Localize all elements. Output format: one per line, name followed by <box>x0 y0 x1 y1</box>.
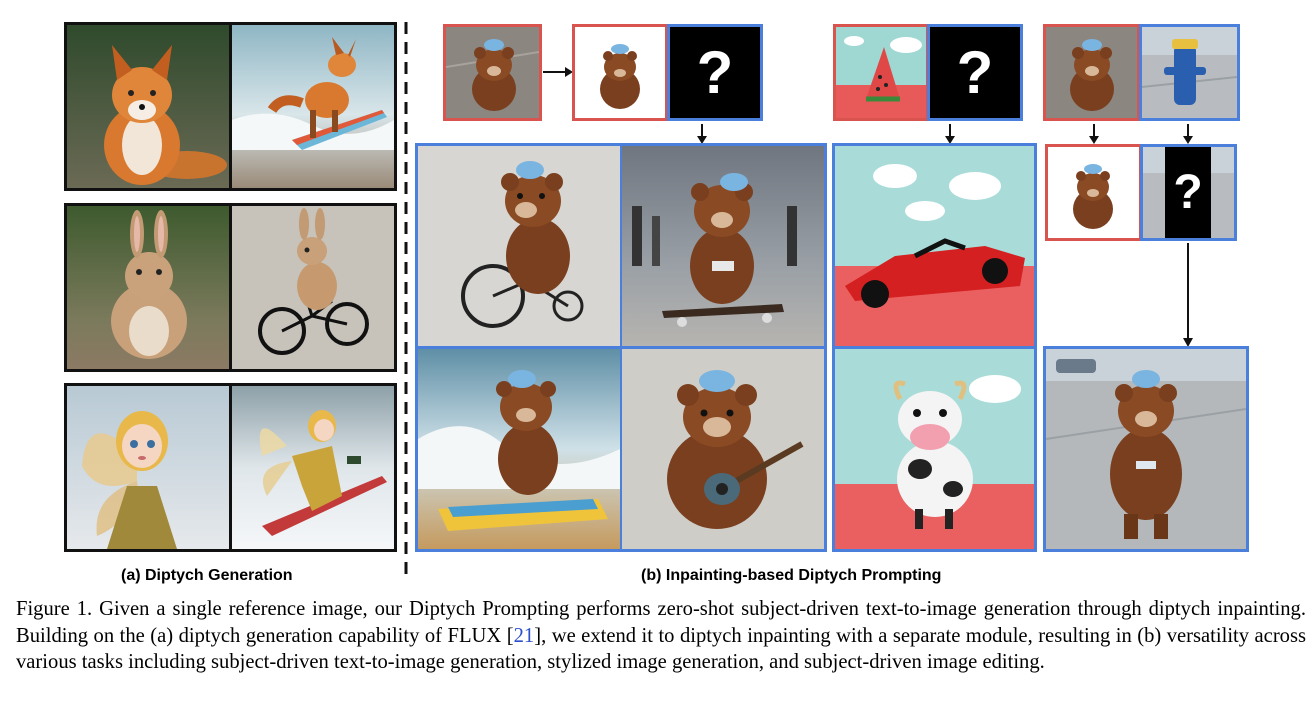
diptych-rabbit <box>64 203 397 372</box>
arrow-down-icon <box>1183 243 1193 347</box>
label-diptych-generation: (a) Diptych Generation <box>121 567 293 584</box>
stylized-cow-image <box>835 349 1034 549</box>
question-mark-icon: ? <box>927 24 1023 121</box>
citation-link[interactable]: 21 <box>513 624 535 647</box>
bear-skateboard-image <box>622 146 824 346</box>
stylized-race-car-image <box>835 146 1034 346</box>
dashed-separator <box>404 22 408 574</box>
masked-reference-bear-2 <box>1045 144 1142 241</box>
arrow-right-icon <box>543 67 573 77</box>
arrow-down-icon <box>1089 124 1099 144</box>
fox-surfing-image <box>232 25 394 188</box>
label-inpainting-diptych-prompting: (b) Inpainting-based Diptych Prompting <box>641 567 942 584</box>
arrow-down-icon <box>1183 124 1193 144</box>
caption-suffix: ], we extend it to diptych inpainting wi… <box>16 624 1306 674</box>
fox-sitting-image <box>67 25 229 188</box>
figure-caption: Figure 1. Given a single reference image… <box>16 596 1306 676</box>
caption-prefix: Figure 1. Given a single reference image… <box>16 598 1306 647</box>
edited-result-image <box>1043 346 1249 552</box>
reference-bear-image <box>443 24 542 121</box>
arrow-down-icon <box>945 124 955 144</box>
bear-surfing-image <box>418 349 620 549</box>
question-mark-icon: ? <box>1165 147 1211 238</box>
bear-guitar-image <box>622 349 824 549</box>
question-mark-icon: ? <box>667 24 763 121</box>
fairy-snowboard-image <box>232 386 394 549</box>
bear-bicycle-image <box>418 146 620 346</box>
reference-bear-image-2 <box>1043 24 1140 121</box>
question-mark-label: ? <box>696 38 734 106</box>
fairy-standing-image <box>67 386 229 549</box>
rabbit-sitting-image <box>67 206 229 369</box>
diptych-fairy <box>64 383 397 552</box>
arrow-down-icon <box>697 124 707 144</box>
reference-watermelon-image <box>833 24 929 121</box>
diptych-fox <box>64 22 397 191</box>
question-mark-label: ? <box>956 38 994 106</box>
bear-results-grid <box>415 143 827 552</box>
masked-target-image: ? <box>1140 144 1237 241</box>
target-hydrant-image <box>1139 24 1240 121</box>
rabbit-bicycle-image <box>232 206 394 369</box>
question-mark-label: ? <box>1173 165 1203 219</box>
stylized-results-column <box>832 143 1037 552</box>
masked-reference-bear <box>572 24 668 121</box>
